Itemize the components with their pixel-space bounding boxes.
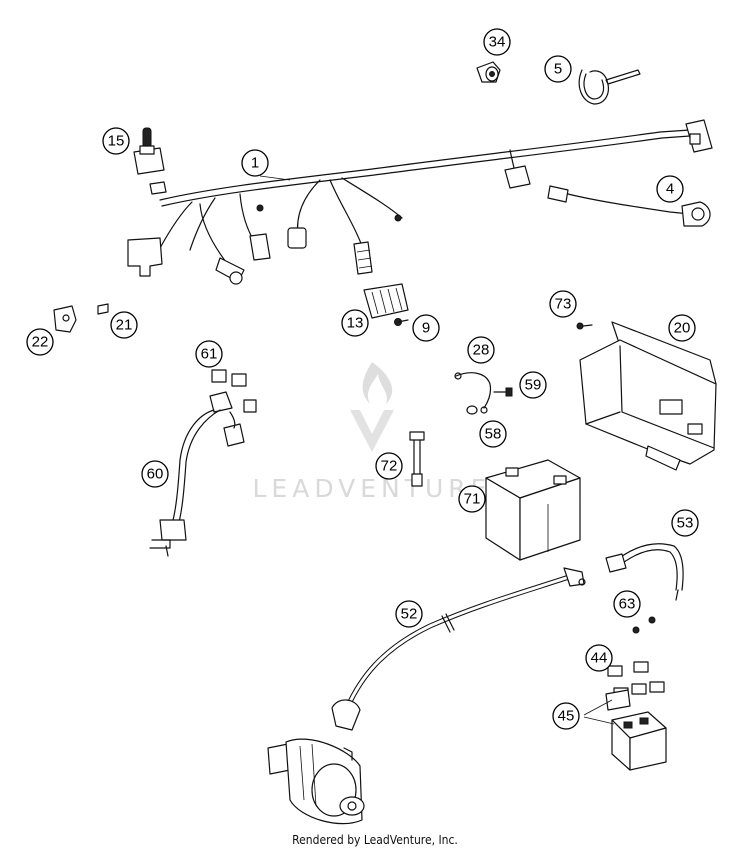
v-logo-icon (350, 410, 394, 452)
callout-52: 52 (395, 600, 423, 628)
callout-71: 71 (458, 485, 486, 513)
part-61-connectors (211, 369, 257, 413)
callout-45: 45 (552, 702, 580, 730)
callout-5: 5 (544, 55, 572, 83)
svg-text:34: 34 (489, 34, 506, 51)
callout-72: 72 (375, 452, 403, 480)
part-58-washer (466, 405, 478, 415)
svg-text:28: 28 (473, 342, 490, 359)
watermark-text: LEADVENTURE (253, 474, 492, 503)
part-59-screw (493, 387, 513, 397)
part-60-lead (149, 391, 245, 557)
callout-73: 73 (549, 290, 577, 318)
callout-13: 13 (341, 309, 369, 337)
svg-text:13: 13 (347, 315, 364, 332)
svg-text:61: 61 (201, 346, 218, 363)
svg-text:5: 5 (554, 61, 562, 78)
callout-9: 9 (412, 314, 440, 342)
part-53-cable (605, 543, 684, 601)
part-72-fuse (409, 431, 425, 487)
part-22-bracket (53, 305, 77, 333)
callout-1: 1 (241, 149, 269, 177)
svg-text:53: 53 (677, 515, 694, 532)
part-63-screws (632, 616, 656, 634)
part-21-screw (97, 303, 109, 315)
part-45-relay (605, 689, 667, 771)
part-5-cable-tie (578, 69, 641, 105)
callout-22: 22 (26, 328, 54, 356)
svg-text:59: 59 (525, 377, 542, 394)
part-28-lead (454, 372, 492, 414)
callout-59: 59 (519, 371, 547, 399)
svg-text:20: 20 (674, 320, 691, 337)
callout-28: 28 (467, 336, 495, 364)
part-9-screw (394, 318, 409, 326)
svg-text:52: 52 (401, 606, 418, 623)
callout-leaders (259, 175, 615, 725)
svg-text:22: 22 (32, 334, 49, 351)
svg-text:63: 63 (619, 596, 636, 613)
callout-20: 20 (668, 314, 696, 342)
callout-61: 61 (195, 340, 223, 368)
svg-text:60: 60 (147, 466, 164, 483)
svg-text:15: 15 (108, 133, 125, 150)
callout-4: 4 (656, 175, 684, 203)
starter-motor (267, 738, 365, 825)
callout-60: 60 (141, 460, 169, 488)
part-13-regulator (363, 283, 409, 319)
svg-text:4: 4 (666, 181, 674, 198)
callout-58: 58 (479, 420, 507, 448)
part-52-cable (331, 567, 586, 731)
part-15-switch (133, 127, 165, 175)
callout-34: 34 (483, 28, 511, 56)
callout-44: 44 (585, 644, 613, 672)
part-34-clamp (476, 61, 501, 83)
svg-text:58: 58 (485, 426, 502, 443)
svg-text:44: 44 (591, 650, 608, 667)
footer-credit: Rendered by LeadVenture, Inc. (292, 833, 458, 847)
part-73-screw (576, 322, 593, 330)
callout-63: 63 (613, 590, 641, 618)
callout-21: 21 (110, 311, 138, 339)
part-4-lead (547, 185, 711, 227)
leadventure-watermark: LEADVENTURE (253, 362, 492, 503)
svg-text:72: 72 (381, 458, 398, 475)
svg-text:9: 9 (422, 320, 430, 337)
svg-text:73: 73 (555, 296, 572, 313)
svg-text:21: 21 (116, 317, 133, 334)
callout-15: 15 (102, 127, 130, 155)
part-71-battery (485, 459, 581, 561)
part-20-battery-tray (579, 321, 717, 471)
svg-text:71: 71 (464, 491, 481, 508)
svg-text:1: 1 (251, 155, 259, 172)
svg-text:45: 45 (558, 708, 575, 725)
callout-53: 53 (671, 509, 699, 537)
flame-logo-icon (362, 362, 393, 404)
part-1-wiring-harness (127, 119, 713, 285)
